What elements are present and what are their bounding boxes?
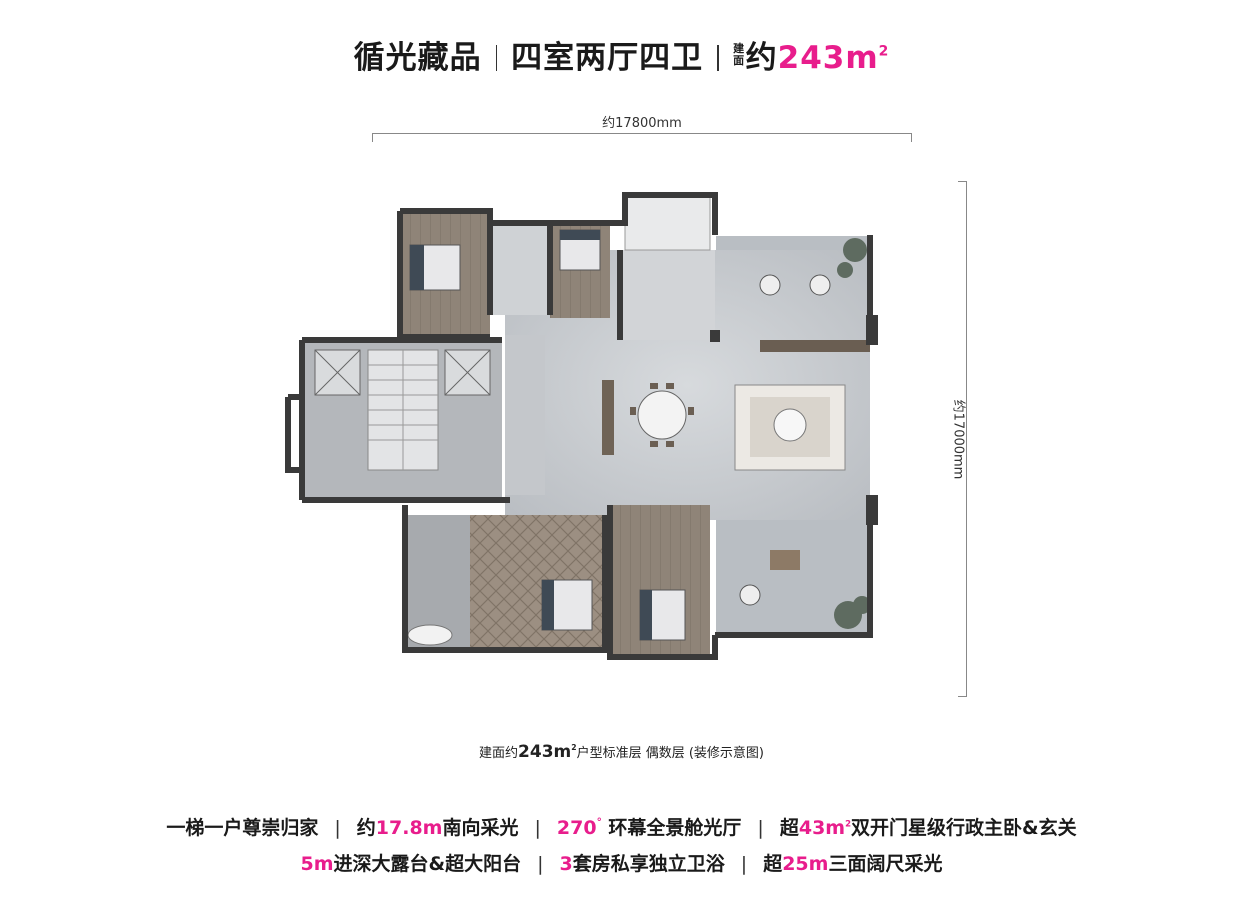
feature-south-light: 约17.8m南向采光 <box>356 817 519 839</box>
depth-dimension-line <box>958 181 967 697</box>
kitchen <box>620 250 715 340</box>
plant-icons <box>834 238 871 629</box>
caption-area: 243m2 <box>518 742 577 762</box>
walls <box>285 192 873 660</box>
feature-panorama-hall: 270° 环幕全景舱光厅 <box>556 816 742 839</box>
width-dimension-label: 约17800mm <box>602 116 682 131</box>
plan-caption: 建面约243m2户型标准层 偶数层 (装修示意图) <box>479 742 764 762</box>
depth-dimension-label: 约17000mm <box>950 399 966 480</box>
feature-one-lift: 一梯一户尊崇归家 <box>166 817 319 839</box>
bathroom-1 <box>490 220 550 315</box>
feature-master-suite: 超43m2双开门星级行政主卧&玄关 <box>779 817 1077 839</box>
feature-row-1: 一梯一户尊崇归家|约17.8m南向采光|270° 环幕全景舱光厅|超43m2双开… <box>166 816 1077 839</box>
title-divider <box>495 45 498 71</box>
feature-row-2: 5m进深大露台&超大阳台|3套房私享独立卫浴|超25m三面阔尺采光 <box>300 853 943 875</box>
title-series: 循光藏品 <box>353 40 482 76</box>
title-area-about: 约 <box>745 40 778 76</box>
feature-ensuite: 3套房私享独立卫浴 <box>559 853 725 875</box>
feature-terrace: 5m进深大露台&超大阳台 <box>300 853 522 875</box>
title-area-value: 243m2 <box>777 40 890 76</box>
floor-plan <box>285 192 878 660</box>
feature-three-side-light: 超25m三面阔尺采光 <box>763 853 943 875</box>
dining-table <box>637 390 687 440</box>
page-title: 循光藏品四室两厅四卫 建面约243m2 <box>0 32 1243 77</box>
title-area-prefix: 建面 <box>733 42 746 67</box>
core-hall <box>505 335 545 495</box>
title-layout: 四室两厅四卫 <box>511 40 704 76</box>
width-dimension-line <box>372 133 912 142</box>
bed-icons <box>409 229 686 641</box>
title-divider <box>717 45 719 71</box>
